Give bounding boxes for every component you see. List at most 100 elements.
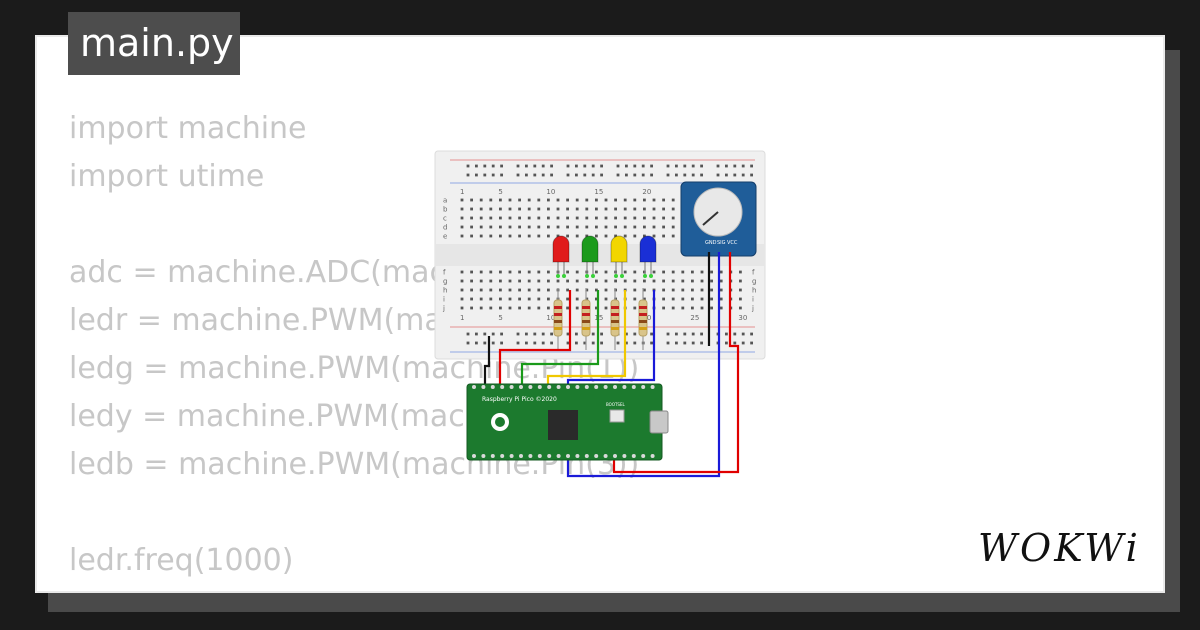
row-label: d — [443, 224, 447, 232]
column-label-top: 10 — [546, 188, 555, 196]
breadboard-hole — [623, 270, 627, 274]
rail-hole — [525, 173, 528, 177]
breadboard-hole — [623, 216, 627, 220]
bootsel-button[interactable] — [609, 409, 625, 423]
led-red[interactable] — [552, 235, 570, 278]
breadboard-hole — [633, 198, 637, 202]
rail-hole — [741, 332, 745, 336]
pico-pin — [472, 385, 476, 389]
breadboard-hole — [566, 216, 569, 220]
breadboard-hole — [537, 234, 541, 238]
breadboard-hole — [547, 225, 550, 229]
pico-pin — [547, 385, 552, 389]
rail-hole — [566, 164, 570, 168]
breadboard-hole — [499, 234, 502, 238]
rail-hole — [550, 332, 553, 336]
breadboard-hole — [595, 234, 598, 238]
rail-hole — [675, 164, 678, 168]
rail-hole — [700, 332, 703, 336]
breadboard-hole — [518, 297, 521, 301]
rail-hole — [475, 164, 478, 168]
breadboard-hole — [652, 270, 656, 274]
rail-hole — [591, 164, 595, 168]
row-label: g — [443, 278, 447, 286]
raspberry-pi-pico[interactable]: Raspberry Pi Pico ©2020 BOOTSEL — [466, 383, 669, 461]
breadboard-hole — [547, 270, 550, 274]
rail-hole — [700, 341, 703, 345]
pico-pin — [481, 454, 486, 458]
rail-hole — [691, 173, 695, 177]
rail-hole — [516, 173, 520, 177]
breadboard-hole — [537, 207, 541, 211]
rail-hole — [616, 173, 620, 177]
rail-hole — [583, 341, 587, 345]
breadboard-hole — [671, 288, 675, 292]
led-blue[interactable] — [639, 235, 657, 278]
breadboard-hole — [595, 306, 598, 310]
breadboard-hole — [470, 198, 473, 202]
bootsel-label: BOOTSEL — [606, 402, 625, 407]
breadboard-hole — [671, 225, 675, 229]
breadboard-hole — [460, 225, 464, 229]
breadboard-hole — [739, 306, 742, 310]
breadboard-hole — [719, 288, 723, 292]
breadboard-hole — [671, 306, 675, 310]
potentiometer[interactable]: GND SIG VCC — [680, 181, 757, 257]
pico-pin — [500, 454, 505, 458]
breadboard-hole — [537, 270, 541, 274]
breadboard-hole — [508, 234, 512, 238]
pico-pin — [641, 385, 646, 389]
breadboard-hole — [460, 216, 464, 220]
rail-hole — [483, 164, 487, 168]
rail-hole — [466, 173, 470, 177]
resistor — [553, 288, 563, 350]
breadboard-hole — [537, 225, 541, 229]
column-label-top: 1 — [460, 188, 464, 196]
breadboard-hole — [652, 225, 656, 229]
breadboard-hole — [499, 216, 502, 220]
usb-connector — [649, 410, 669, 434]
led-yellow[interactable] — [610, 235, 628, 278]
breadboard-hole — [710, 288, 713, 292]
breadboard-hole — [662, 297, 665, 301]
breadboard-hole — [739, 270, 742, 274]
breadboard-hole — [508, 279, 512, 283]
breadboard-hole — [508, 216, 512, 220]
breadboard-hole — [643, 225, 646, 229]
breadboard-hole — [681, 288, 685, 292]
pico-pin — [547, 454, 552, 458]
breadboard-hole — [575, 234, 579, 238]
column-label-top: 5 — [498, 188, 502, 196]
breadboard-hole — [479, 198, 483, 202]
breadboard-hole — [470, 234, 473, 238]
breadboard-hole — [585, 198, 589, 202]
rail-hole — [725, 173, 728, 177]
breadboard-hole — [633, 288, 637, 292]
rail-hole — [666, 332, 670, 336]
rail-hole — [666, 341, 670, 345]
breadboard-hole — [575, 288, 579, 292]
breadboard-hole — [585, 297, 589, 301]
breadboard-hole — [489, 207, 493, 211]
led-green[interactable] — [581, 235, 599, 278]
breadboard-hole — [719, 270, 723, 274]
breadboard-hole — [460, 288, 464, 292]
column-label-bottom: 5 — [498, 314, 502, 322]
rail-hole — [675, 332, 678, 336]
breadboard-hole — [662, 234, 665, 238]
breadboard-hole — [479, 207, 483, 211]
breadboard-hole — [595, 297, 598, 301]
rail-hole — [466, 164, 470, 168]
resistor — [638, 288, 648, 350]
breadboard-hole — [470, 216, 473, 220]
breadboard-hole — [479, 288, 483, 292]
breadboard-hole — [614, 234, 617, 238]
breadboard-hole — [719, 306, 723, 310]
breadboard-hole — [595, 279, 598, 283]
breadboard-hole — [614, 198, 617, 202]
rail-hole — [566, 341, 570, 345]
breadboard-hole — [604, 297, 608, 301]
rail-hole — [483, 332, 487, 336]
breadboard-hole — [460, 270, 464, 274]
pico-pin — [603, 385, 608, 389]
